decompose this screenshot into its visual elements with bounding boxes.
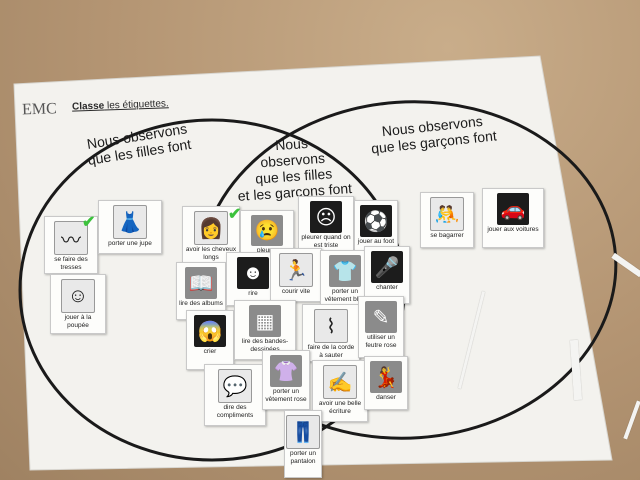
card-compliments[interactable]: 💬 dire des compliments <box>204 364 266 426</box>
singing-icon: 🎤 <box>371 251 403 283</box>
card-caption: porter un pantalon <box>289 450 317 465</box>
doll-icon: ☺ <box>61 279 95 313</box>
card-jupe[interactable]: 👗 porter une jupe <box>98 200 162 254</box>
braid-icon: 〰 <box>54 221 88 255</box>
check-icon: ✔ <box>82 214 96 231</box>
card-caption: avoir une belle écriture <box>318 400 362 415</box>
card-tresses[interactable]: 〰 se faire des tresses <box>44 216 98 274</box>
shouting-face-icon: 😱 <box>194 315 226 347</box>
card-caption: se bagarrer <box>430 232 464 239</box>
card-caption: dire des compliments <box>216 404 254 419</box>
pink-clothes-icon: 👚 <box>270 355 302 387</box>
jump-rope-icon: ⌇ <box>314 309 348 343</box>
instruction-rest: les étiquettes. <box>104 98 169 112</box>
instruction-bold: Classe <box>71 100 105 113</box>
skirt-icon: 👗 <box>113 205 147 239</box>
card-caption: utiliser un feutre rose <box>365 334 397 349</box>
card-pantalon[interactable]: 👖 porter un pantalon <box>284 410 322 478</box>
check-icon: ✔ <box>228 206 242 223</box>
writing-icon: ✍ <box>323 365 357 399</box>
card-caption: porter un vêtement bleu <box>324 288 366 303</box>
dancing-icon: 💃 <box>370 361 402 393</box>
card-caption: faire de la corde à sauter <box>307 344 355 359</box>
card-cheveux[interactable]: 👩 avoir les cheveux longs <box>182 206 240 264</box>
card-foot[interactable]: ⚽ jouer au foot <box>354 200 398 252</box>
card-caption: porter une jupe <box>108 240 152 247</box>
card-caption: porter un vêtement rose <box>265 388 307 403</box>
card-rose[interactable]: 👚 porter un vêtement rose <box>262 350 310 410</box>
card-caption: danser <box>376 394 396 401</box>
card-caption: crier <box>203 348 217 355</box>
sad-face-icon: ☹ <box>310 201 342 233</box>
emc-logo: EMC <box>21 100 58 119</box>
laughing-face-icon: ☻ <box>237 257 269 289</box>
card-caption: rire <box>248 290 258 297</box>
card-courir[interactable]: 🏃 courir vite <box>270 248 322 302</box>
card-caption: chanter <box>376 284 398 291</box>
title-middle: Nous observons que les filles et les gar… <box>234 132 352 204</box>
card-corde[interactable]: ⌇ faire de la corde à sauter <box>302 304 360 362</box>
blue-clothes-icon: 👕 <box>329 255 361 287</box>
speech-bubble-icon: 💬 <box>218 369 252 403</box>
card-caption: jouer aux voitures <box>487 226 539 233</box>
card-caption: pleurer <box>256 246 278 254</box>
running-icon: 🏃 <box>279 253 313 287</box>
trousers-icon: 👖 <box>286 415 320 449</box>
card-crier[interactable]: 😱 crier <box>186 310 234 370</box>
crying-face-icon: 😢 <box>251 215 283 246</box>
marker-pen-icon: ✎ <box>365 301 397 333</box>
card-caption: jouer au foot <box>357 238 395 245</box>
card-caption: courir vite <box>281 288 311 295</box>
card-caption: avoir les cheveux longs <box>185 246 237 261</box>
card-poupee[interactable]: ☺ jouer à la poupée <box>50 274 106 334</box>
card-danser[interactable]: 💃 danser <box>364 356 408 410</box>
card-voitures[interactable]: 🚗 jouer aux voitures <box>482 188 544 248</box>
comic-book-icon: ▦ <box>249 305 281 337</box>
card-caption: se faire des tresses <box>54 256 88 271</box>
book-icon: 📖 <box>185 267 217 299</box>
card-caption: jouer à la poupée <box>64 314 92 329</box>
card-triste[interactable]: ☹ pleurer quand on est triste <box>298 196 354 256</box>
card-bagarrer[interactable]: 🤼 se bagarrer <box>420 192 474 248</box>
card-caption: lire des bandes-dessinées <box>241 338 289 353</box>
card-caption: lire des albums <box>179 300 223 307</box>
football-icon: ⚽ <box>360 205 392 237</box>
fighting-icon: 🤼 <box>430 197 464 231</box>
card-feutre[interactable]: ✎ utiliser un feutre rose <box>358 296 404 358</box>
long-hair-icon: 👩 <box>194 211 228 245</box>
card-caption: pleurer quand on est triste <box>301 234 351 249</box>
toy-car-icon: 🚗 <box>497 193 529 225</box>
